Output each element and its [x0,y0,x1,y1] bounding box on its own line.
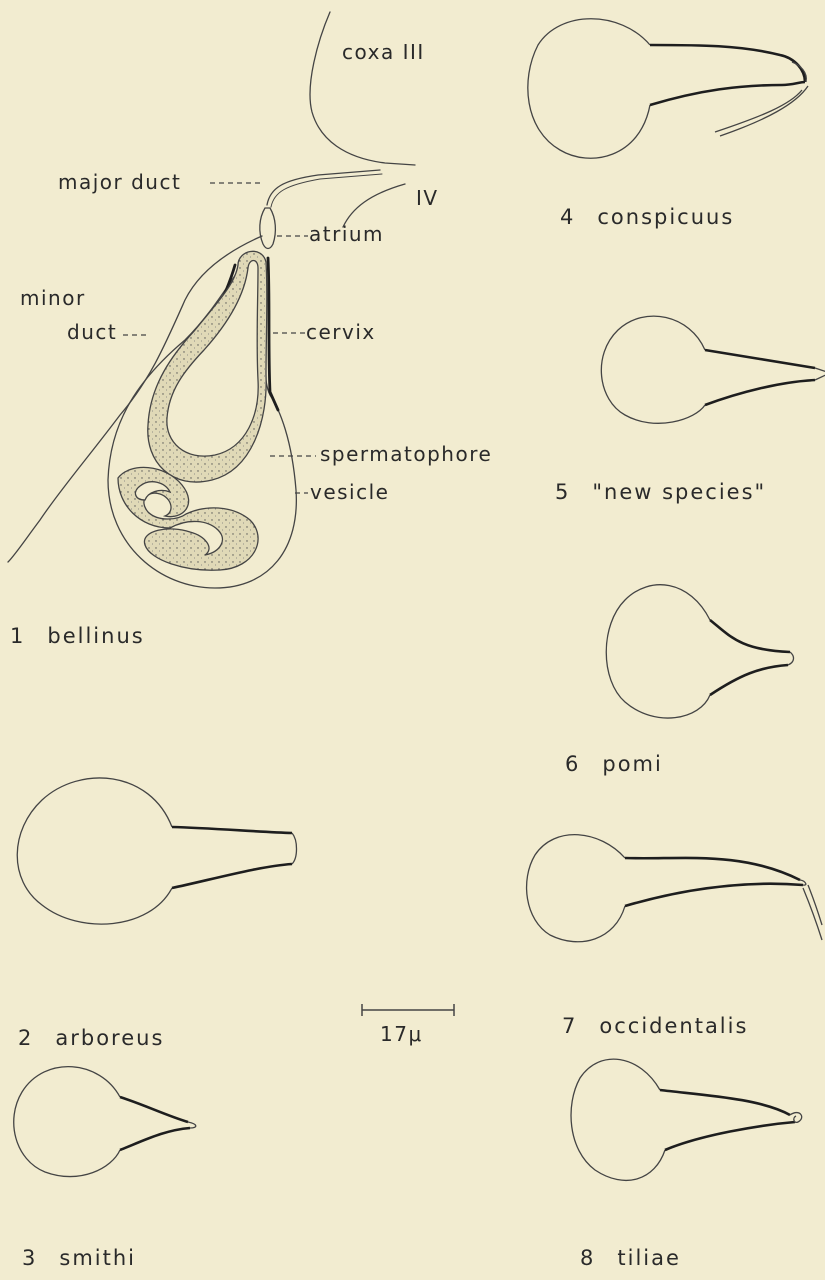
figure-8-drawing [571,1059,802,1180]
figure-5-drawing [601,316,825,423]
label-spermatophore: spermatophore [320,442,492,466]
caption-figure-7: 7 occidentalis [562,1014,748,1038]
caption-number: 6 [565,752,580,776]
figure-3-drawing [14,1067,196,1177]
figure-7-drawing [527,835,822,942]
caption-species: arboreus [55,1026,164,1050]
caption-number: 3 [22,1246,37,1270]
label-vesicle: vesicle [310,480,389,504]
caption-figure-6: 6 pomi [565,752,663,776]
caption-species: pomi [602,752,662,776]
figure-4-drawing [528,19,808,158]
cervix-wall-right [268,258,278,410]
caption-number: 2 [18,1026,33,1050]
atrium-outline [260,208,276,249]
caption-species: occidentalis [599,1014,748,1038]
caption-figure-1: 1 bellinus [10,624,145,648]
caption-figure-4: 4 conspicuus [560,205,734,229]
coxa-iv-outline [343,184,405,227]
caption-figure-8: 8 tiliae [580,1246,681,1270]
caption-species: conspicuus [597,205,734,229]
coxa-iii-outline [310,12,415,165]
caption-number: 8 [580,1246,595,1270]
spermatophore-coil [118,467,258,570]
caption-number: 1 [10,624,25,648]
caption-figure-5: 5 "new species" [555,480,766,504]
caption-species: "new species" [592,480,766,504]
label-atrium: atrium [309,222,384,246]
label-cervix: cervix [306,320,376,344]
caption-figure-3: 3 smithi [22,1246,136,1270]
caption-species: bellinus [47,624,144,648]
caption-number: 7 [562,1014,577,1038]
caption-figure-2: 2 arboreus [18,1026,164,1050]
caption-number: 5 [555,480,570,504]
label-coxa-iii: coxa III [342,40,425,64]
label-minor-duct-line1: minor [20,286,86,310]
caption-species: tiliae [617,1246,681,1270]
label-major-duct: major duct [58,170,181,194]
caption-species: smithi [59,1246,136,1270]
caption-number: 4 [560,205,575,229]
figure-6-drawing [606,585,793,718]
figure-2-drawing [17,778,296,924]
scale-bar [362,1004,454,1016]
label-minor-duct-line2: duct [67,320,117,344]
label-coxa-iv: IV [416,186,439,210]
scale-bar-label: 17μ [380,1022,423,1046]
